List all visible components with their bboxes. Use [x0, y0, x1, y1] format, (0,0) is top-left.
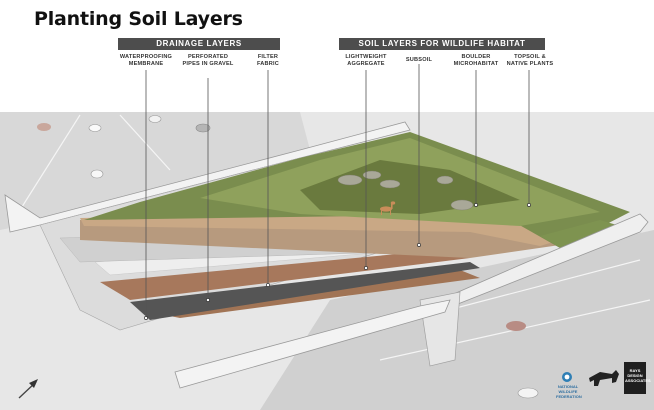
logo-line: FEDERATION	[556, 394, 582, 399]
label-line: NATIVE PLANTS	[506, 61, 554, 67]
label-line: WATERPROOFING	[119, 54, 173, 60]
barrier-wall-left	[4, 121, 411, 233]
boulder-microhabitat	[337, 170, 474, 211]
nwf-logo-text: NATIONAL WILDLIFE FEDERATION	[556, 384, 582, 399]
deer-figure	[380, 201, 396, 215]
label-filter-fabric: FILTER FABRIC	[243, 54, 293, 68]
highway-upper-left	[0, 112, 310, 230]
label-line: SUBSOIL	[405, 57, 433, 63]
puma-logo-icon	[589, 370, 619, 386]
label-line: AGGREGATE	[347, 61, 385, 67]
logo-line: ASSOCIATES	[625, 378, 651, 383]
logo-line: RAYS	[629, 368, 641, 373]
label-perforated-pipes: PERFORATED PIPES IN GRAVEL	[178, 54, 238, 68]
barrier-wall-lower	[174, 299, 451, 389]
drainage-layer-gravel	[100, 250, 470, 300]
north-arrow-icon	[18, 379, 38, 399]
car	[90, 169, 104, 179]
leader-lines	[145, 64, 530, 318]
label-boulder-microhabitat: BOULDER MICROHABITAT	[446, 54, 506, 68]
car	[88, 124, 102, 132]
logo-line: DESIGN	[627, 373, 643, 378]
label-line: FILTER	[257, 54, 279, 60]
label-line: PERFORATED	[187, 54, 229, 60]
rays-design-logo-text: RAYS DESIGN ASSOCIATES	[625, 368, 651, 383]
car	[195, 123, 211, 133]
waterproofing-membrane	[130, 262, 480, 320]
label-line: FABRIC	[256, 61, 280, 67]
rays-design-logo-box	[624, 362, 646, 394]
label-line: BOULDER	[461, 54, 491, 60]
label-topsoil-native-plants: TOPSOIL & NATIVE PLANTS	[502, 54, 558, 68]
car	[506, 321, 526, 331]
logo-line: NATIONAL	[557, 384, 579, 389]
nwf-logo-icon	[562, 372, 572, 382]
label-subsoil: SUBSOIL	[398, 57, 440, 64]
label-line: TOPSOIL &	[514, 54, 546, 60]
label-line: LIGHTWEIGHT	[345, 54, 387, 60]
car	[37, 123, 51, 131]
label-lightweight-aggregate: LIGHTWEIGHT AGGREGATE	[338, 54, 394, 68]
label-line: MICROHABITAT	[453, 61, 499, 67]
soil-layers-header: SOIL LAYERS FOR WILDLIFE HABITAT	[339, 38, 545, 50]
car	[148, 115, 162, 123]
drainage-layers-header: DRAINAGE LAYERS	[118, 38, 280, 50]
car	[517, 387, 539, 399]
cars	[37, 115, 539, 399]
page-title: Planting Soil Layers	[34, 8, 243, 30]
label-line: PIPES IN GRAVEL	[182, 61, 234, 67]
leader-dots	[144, 203, 531, 320]
label-line: MEMBRANE	[128, 61, 164, 67]
label-waterproofing-membrane: WATERPROOFING MEMBRANE	[116, 54, 176, 68]
logo-line: WILDLIFE	[558, 389, 578, 394]
